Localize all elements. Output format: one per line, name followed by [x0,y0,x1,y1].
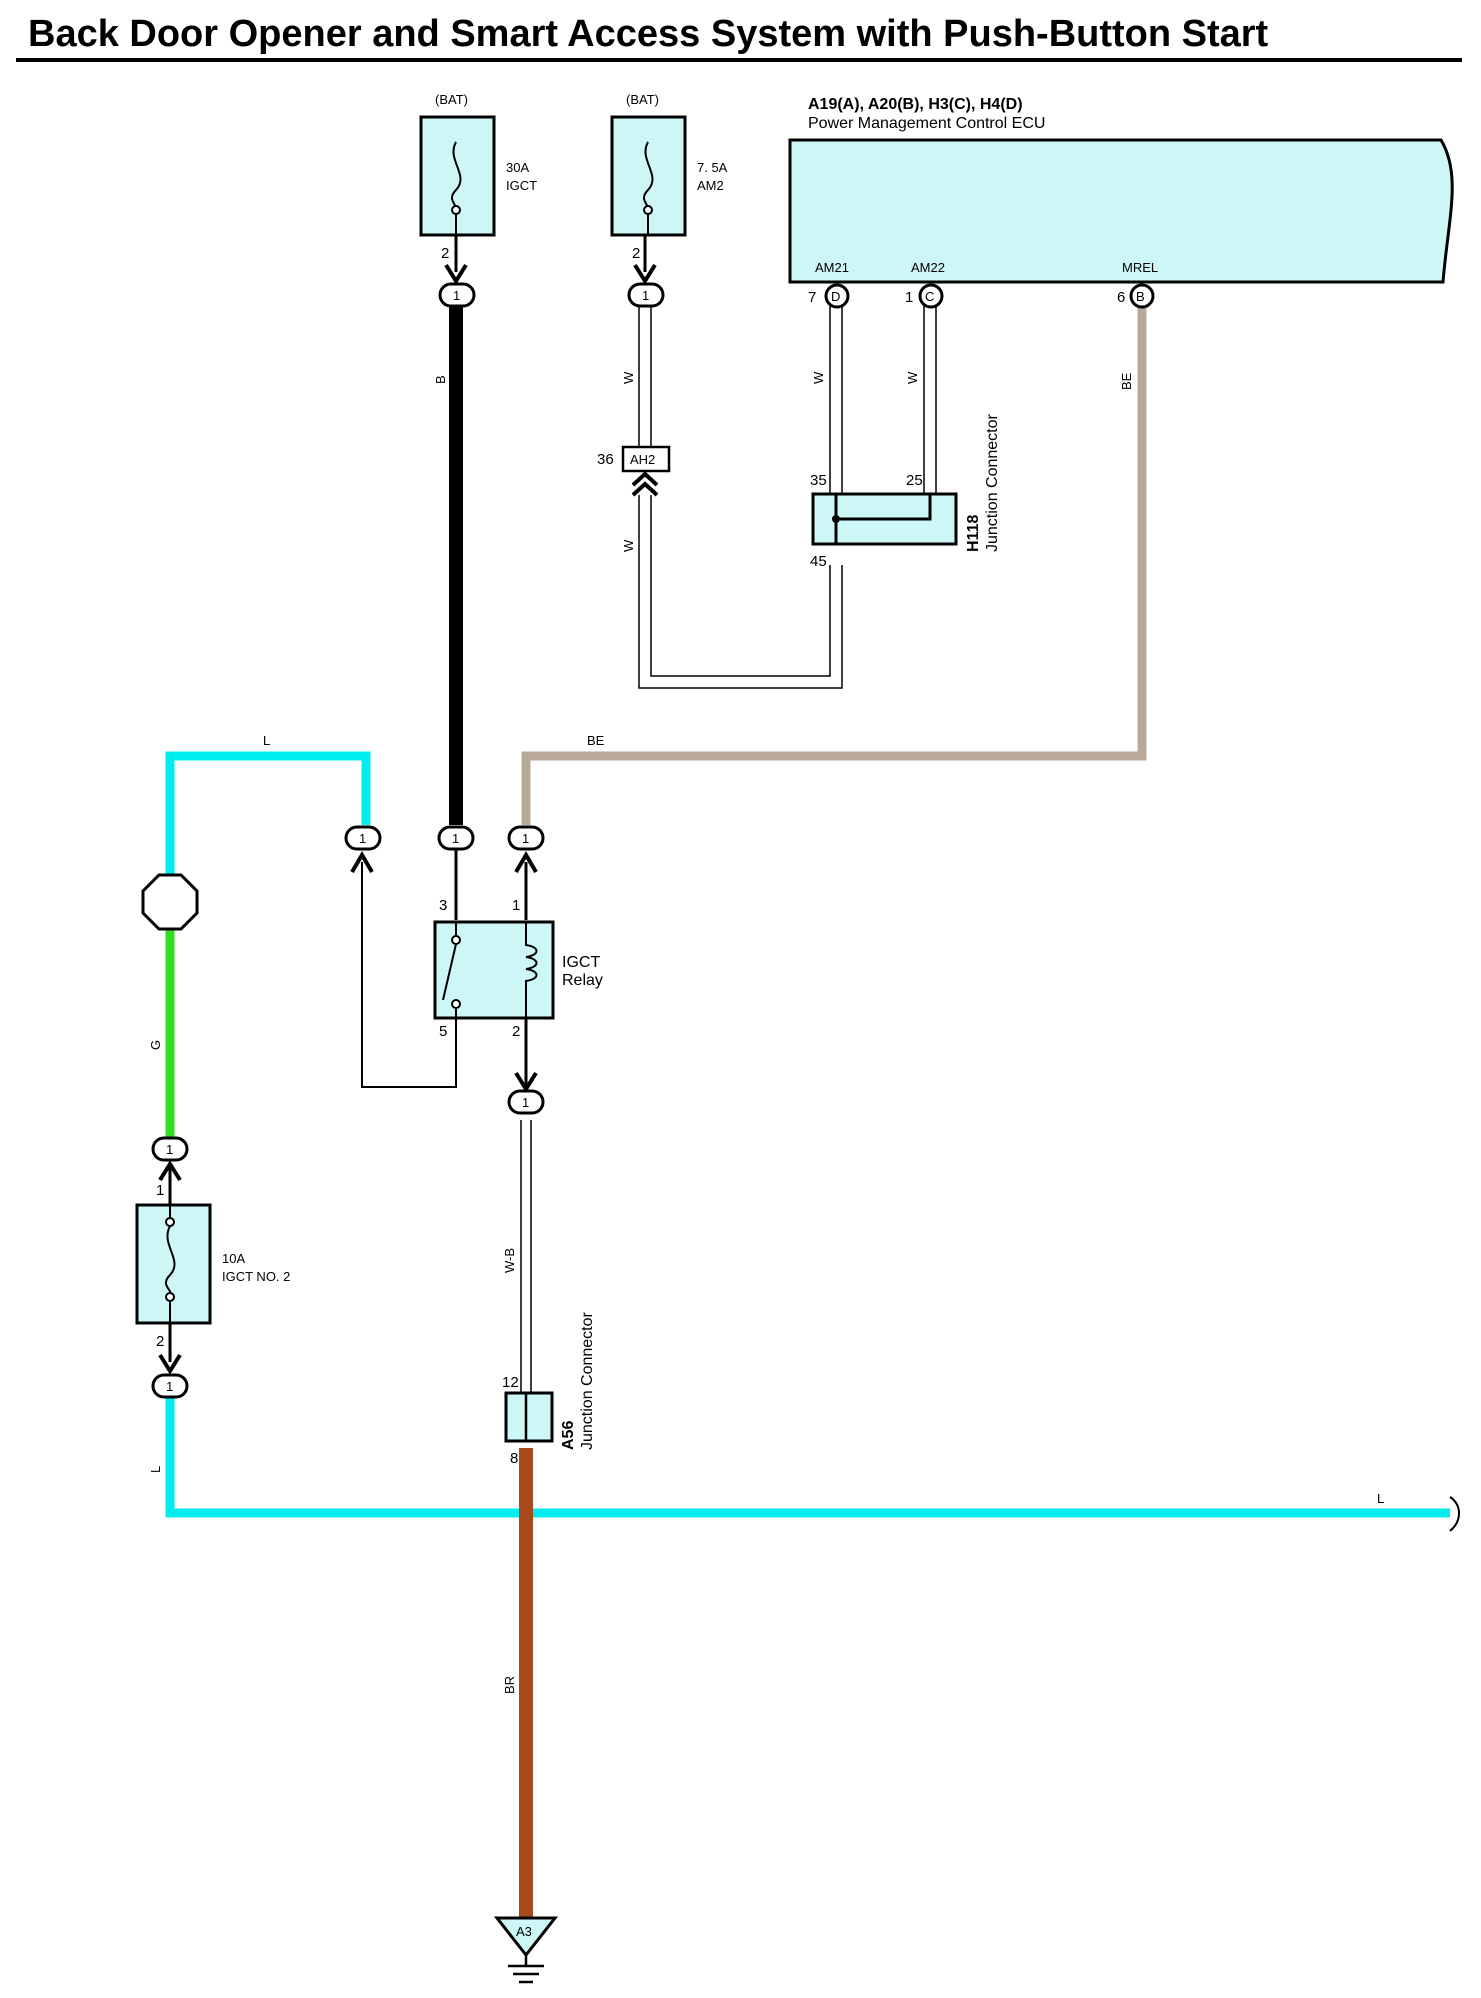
svg-text:1: 1 [522,1095,529,1110]
wire-be [521,305,1147,825]
junction-a56-id: A56 [560,1421,577,1450]
fuse-am2-rating: 7. 5A [697,160,728,175]
wire-label-br: BR [502,1676,517,1694]
ecu-pin-am22-name: AM22 [911,260,945,275]
ecu-pin-am21-number: 7 [808,289,816,306]
junction-a56: 12 8 A56 Junction Connector [502,1311,596,1467]
fuse-igct-pin: 2 [441,245,449,262]
fuse-symbol [165,1225,176,1294]
svg-text:1: 1 [166,1142,173,1157]
ground-a3: A3 [493,1916,559,1984]
wire-label-w-b: W-B [502,1248,517,1273]
fuse-am2-pin: 2 [632,245,640,262]
junction-a56-name: Junction Connector [579,1311,596,1450]
ecu-terminal-b [1129,283,1155,309]
ecu-pin-am22-number: 1 [905,289,913,306]
ecu-terminal-d [824,283,850,309]
svg-text:3: 3 [439,897,447,914]
connector-ah2-pin: 36 [597,451,614,468]
fuse-igct-no2: 1 1 10A IGCT NO. 2 2 1 [135,1136,290,1399]
svg-text:B: B [1136,289,1145,304]
ecu-connectors: A19(A), A20(B), H3(C), H4(D) [808,96,1023,113]
wire-w-am21 [829,305,843,494]
connector-ah2-label: AH2 [630,452,655,467]
wire-relay-5 [361,862,457,1088]
wire-label-b: B [433,375,448,384]
fuse-igct-rating: 30A [506,160,529,175]
fuse-igct: (BAT) 30A IGCT 2 [419,92,537,285]
svg-text:45: 45 [810,553,827,570]
fuse-am2-name: AM2 [697,178,724,193]
connector-b-top: 1 [438,282,476,308]
diagram-title: Back Door Opener and Smart Access System… [28,13,1269,55]
svg-text:1: 1 [452,831,459,846]
wire-w-am22 [923,305,937,494]
wire-w-am2 [638,305,652,447]
wire-label-be-vertical: BE [1119,372,1134,390]
ecu-pin-mrel-number: 6 [1117,289,1125,306]
connector-l-top: 1 [344,825,382,874]
ecu-terminal-c [918,283,944,309]
svg-text:1: 1 [359,831,366,846]
svg-text:5: 5 [439,1023,447,1040]
ecu-pin-mrel-name: MREL [1122,260,1158,275]
junction-h118-name: Junction Connector [984,413,1001,552]
wire-label-g: G [148,1040,163,1050]
ecu-pin-am21-name: AM21 [815,260,849,275]
wire-l-top [165,751,371,880]
wire-label-w-3: W [811,371,826,384]
wire-label-l-top: L [263,733,270,748]
igct-relay: 3 1 IGCT Relay 5 2 [433,897,603,1040]
wire-w-loop [638,495,843,689]
svg-text:1: 1 [453,288,460,303]
ground-label: A3 [516,1924,532,1939]
connector-ah2: 36 AH2 [597,445,671,497]
connector-b-relay: 1 [437,825,475,920]
fuse-igct-source: (BAT) [435,92,468,107]
svg-text:1: 1 [156,1182,164,1199]
fuse-igct-no2-rating: 10A [222,1251,245,1266]
fuse-igct-no2-name: IGCT NO. 2 [222,1269,290,1284]
relay-name-2: Relay [562,972,603,989]
wire-label-be-horizontal: BE [587,733,605,748]
svg-text:25: 25 [906,472,923,489]
power-management-ecu: A19(A), A20(B), H3(C), H4(D) Power Manag… [788,96,1454,309]
ecu-name: Power Management Control ECU [808,115,1045,132]
wire-splice-octagon [141,873,199,931]
wire-label-w-4: W [905,371,920,384]
wire-break [1449,1496,1460,1532]
connector-relay-bottom: 1 [507,1071,545,1115]
fuse-am2-source: (BAT) [626,92,659,107]
fuse-am2: (BAT) 7. 5A AM2 2 [610,92,728,285]
junction-h118-id: H118 [965,515,982,552]
wire-label-l-left: L [148,1466,163,1473]
relay-name-1: IGCT [562,954,600,971]
svg-text:1: 1 [642,288,649,303]
wire-w-b [520,1120,532,1393]
svg-text:2: 2 [156,1333,164,1350]
svg-text:D: D [831,289,840,304]
svg-text:1: 1 [512,897,520,914]
wire-label-w-2: W [621,539,636,552]
svg-text:C: C [925,289,934,304]
connector-be-relay: 1 [507,825,545,874]
svg-text:2: 2 [512,1023,520,1040]
svg-text:12: 12 [502,1374,519,1391]
svg-text:1: 1 [522,831,529,846]
svg-text:35: 35 [810,472,827,489]
fuse-igct-name: IGCT [506,178,537,193]
svg-text:1: 1 [166,1379,173,1394]
svg-text:8: 8 [510,1450,518,1467]
wire-label-w-1: W [621,371,636,384]
junction-h118: 35 25 45 H118 Junction Connector [810,413,1001,570]
wire-l-bottom [165,1398,1450,1518]
connector-w-top: 1 [627,282,665,308]
wire-label-l-right: L [1377,1491,1384,1506]
